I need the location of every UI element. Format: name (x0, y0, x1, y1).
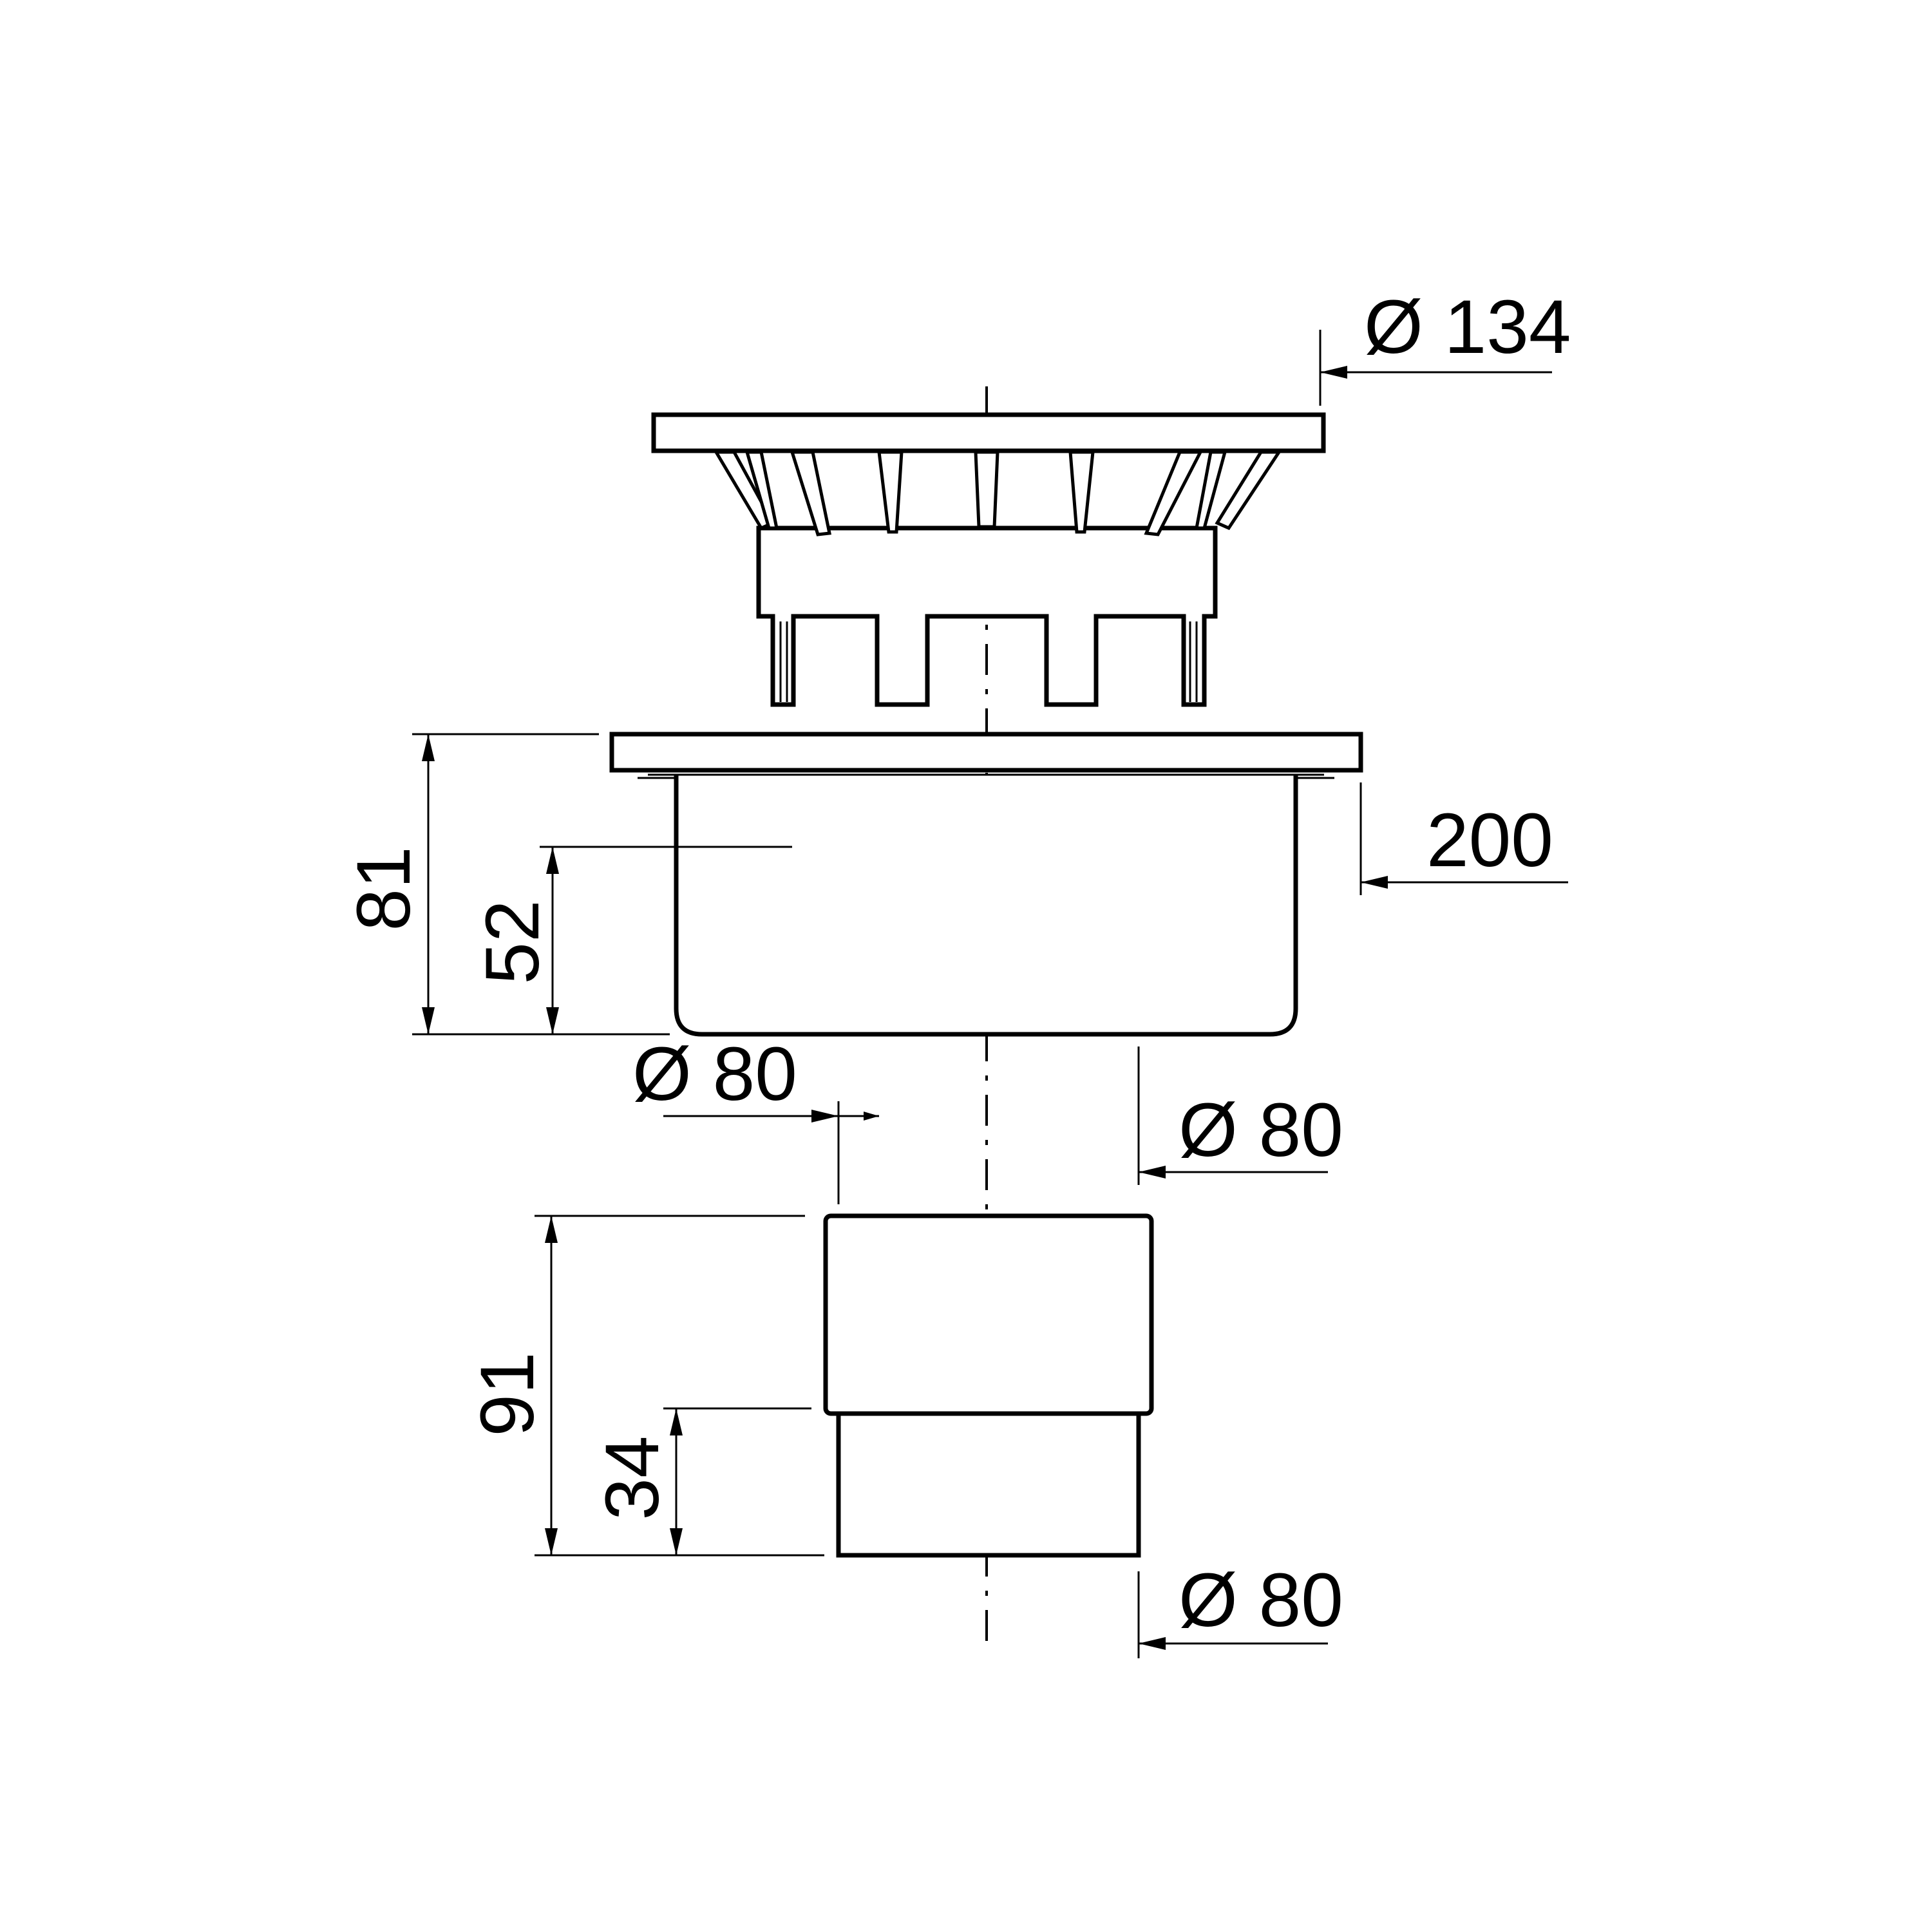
dimension-adapter-upper-diameter: Ø 80 (1137, 1046, 1343, 1185)
dimension-label-body-width: 200 (1426, 798, 1553, 883)
dimension-label-adapter-lower-diameter: Ø 80 (1179, 1558, 1343, 1643)
dimension-label-adapter-upper-diameter: Ø 80 (1179, 1088, 1343, 1173)
dimension-body-outlet-diameter: Ø 80 (632, 1032, 879, 1204)
dimension-adapter-spigot-length: 34 (590, 1407, 811, 1555)
body-cup (674, 775, 1298, 1037)
dimension-body-height: 81 (341, 733, 670, 1036)
dimension-label-grate-diameter: Ø 134 (1364, 285, 1571, 370)
adapter-upper-socket (823, 1213, 1154, 1416)
dimension-body-width: 200 (1359, 782, 1568, 895)
dimension-label-adapter-spigot-length: 34 (590, 1435, 675, 1520)
outlet-adapter (823, 1213, 1154, 1558)
grate-ribs (713, 450, 1282, 536)
grate-top-plate (651, 412, 1326, 453)
dimension-adapter-height: 91 (465, 1215, 824, 1557)
dimension-grate-diameter: Ø 134 (1319, 285, 1571, 406)
grate-cage (756, 526, 1218, 707)
dimension-label-body-height: 81 (341, 846, 426, 931)
dimension-label-body-socket-depth: 52 (470, 900, 555, 984)
drain-body (609, 732, 1363, 1037)
dimension-body-socket-depth: 52 (470, 846, 792, 1034)
adapter-lower-spigot (836, 1411, 1141, 1558)
body-flange (609, 732, 1363, 773)
dimension-label-adapter-height: 91 (465, 1352, 550, 1436)
dimension-label-body-outlet-diameter: Ø 80 (632, 1032, 797, 1117)
dimension-adapter-lower-diameter: Ø 80 (1137, 1558, 1343, 1658)
grate-insert (651, 412, 1326, 707)
